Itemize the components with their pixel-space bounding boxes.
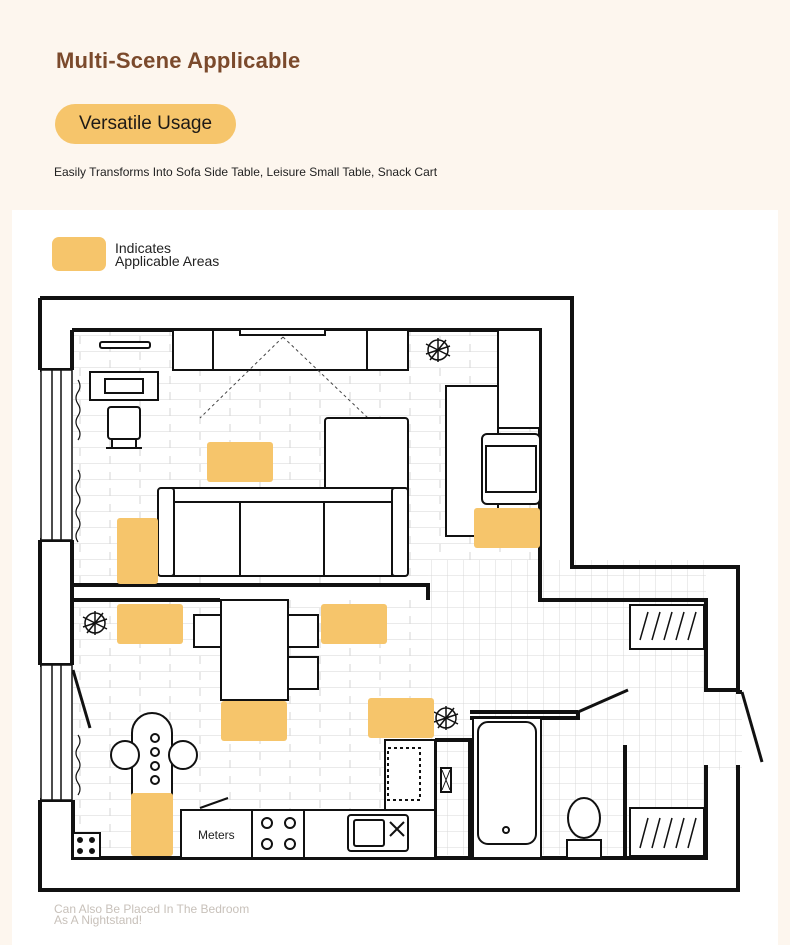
highlight-kitchen-entry xyxy=(368,698,434,738)
highlight-bistro xyxy=(131,793,173,856)
page-title: Multi-Scene Applicable xyxy=(56,48,301,73)
subtitle-text: Easily Transforms Into Sofa Side Table, … xyxy=(54,165,438,179)
desk-area xyxy=(89,371,159,449)
curtains xyxy=(75,379,81,796)
doors xyxy=(71,669,764,763)
bathroom xyxy=(472,604,705,859)
plant-icons xyxy=(82,338,459,730)
bistro-table xyxy=(110,712,198,814)
kitchen xyxy=(72,739,452,859)
windows xyxy=(40,369,73,801)
footer-line-2: As A Nightstand! xyxy=(54,913,143,927)
highlight-sofa-side xyxy=(117,518,158,584)
legend-swatch xyxy=(52,237,106,271)
legend-label: Indicates Applicable Areas xyxy=(115,240,220,269)
dining-set xyxy=(193,599,319,701)
highlight-living-center xyxy=(207,442,273,482)
tv-projection xyxy=(199,336,369,419)
legend-line-2: Applicable Areas xyxy=(115,253,220,269)
sofa xyxy=(157,487,409,577)
meters-label: Meters xyxy=(198,828,235,842)
highlight-dining-left xyxy=(117,604,183,644)
highlight-armchair-side xyxy=(474,508,540,548)
versatile-usage-badge: Versatile Usage xyxy=(55,104,236,144)
highlight-dining-right xyxy=(321,604,387,644)
highlight-dining-bottom xyxy=(221,701,287,741)
wall-cabinets xyxy=(99,328,541,429)
legend-line-1: Indicates xyxy=(115,240,172,256)
applicable-area-highlights xyxy=(117,442,540,856)
footer-note: Can Also Be Placed In The Bedroom As A N… xyxy=(54,902,250,927)
footer-line-1: Can Also Be Placed In The Bedroom xyxy=(54,902,250,916)
